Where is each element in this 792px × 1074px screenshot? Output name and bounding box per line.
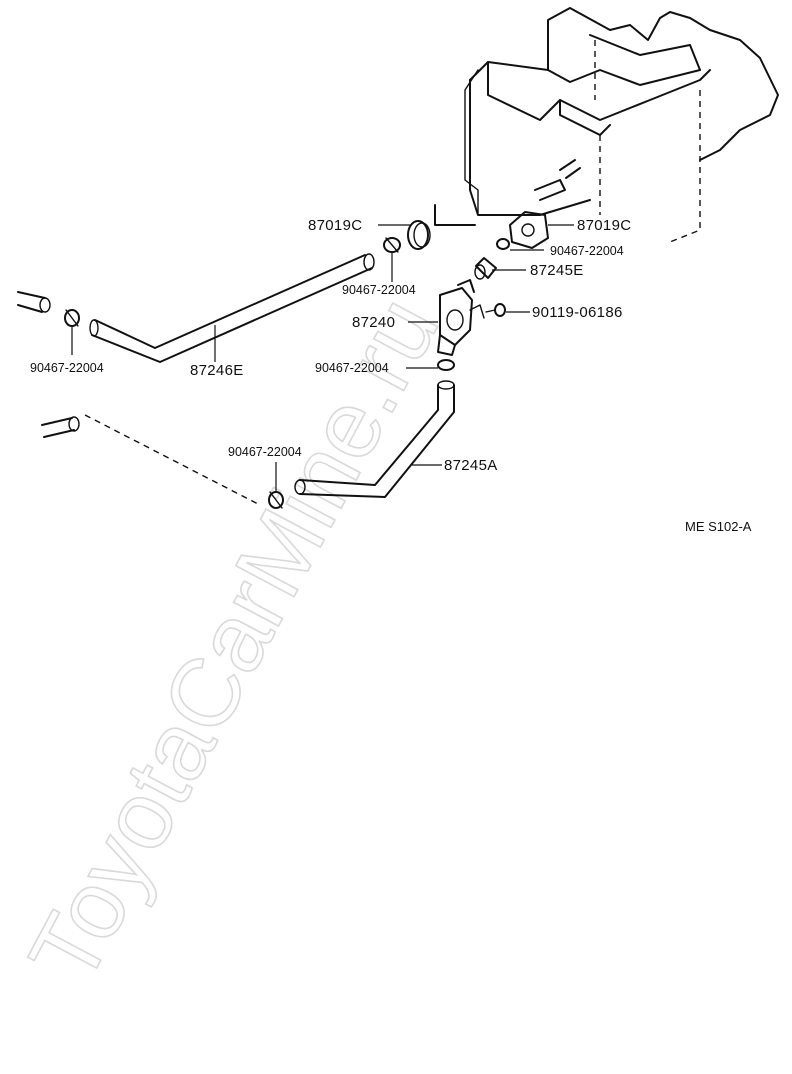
label-clamp-far-left: 90467-22004 (30, 361, 104, 375)
grommet-left (407, 220, 431, 250)
label-clamp-below-valve: 90467-22004 (315, 361, 389, 375)
hose-upper (474, 257, 497, 280)
label-hose-lower: 87245A (444, 457, 498, 474)
pipe-stub-upper-left (17, 291, 51, 313)
label-grommet-right: 87019C (577, 217, 631, 234)
clamp-upper-right (496, 238, 510, 250)
label-hose-long: 87246E (190, 362, 244, 379)
clamp-below-valve (437, 359, 455, 371)
hose-long (89, 253, 375, 363)
clamp-far-left (64, 309, 80, 327)
label-grommet-left: 87019C (308, 217, 362, 234)
label-clamp-mid-left: 90467-22004 (342, 283, 416, 297)
label-clamp-lower-hose: 90467-22004 (228, 445, 302, 459)
pipe-stub-lower-left (41, 414, 261, 506)
bolt (485, 303, 506, 317)
watermark-text: ToyotaCarMine.ru (9, 281, 459, 1000)
label-bolt: 90119-06186 (532, 304, 623, 321)
label-clamp-upper-right: 90467-22004 (550, 244, 624, 258)
heater-unit (434, 7, 779, 243)
diagram-reference: ME S102-A (685, 519, 752, 534)
grommet-right (509, 211, 549, 249)
label-hose-upper: 87245E (530, 262, 584, 279)
label-valve: 87240 (352, 314, 395, 331)
clamp-mid-left (383, 237, 401, 253)
water-valve (437, 279, 485, 356)
hose-lower (294, 380, 455, 498)
